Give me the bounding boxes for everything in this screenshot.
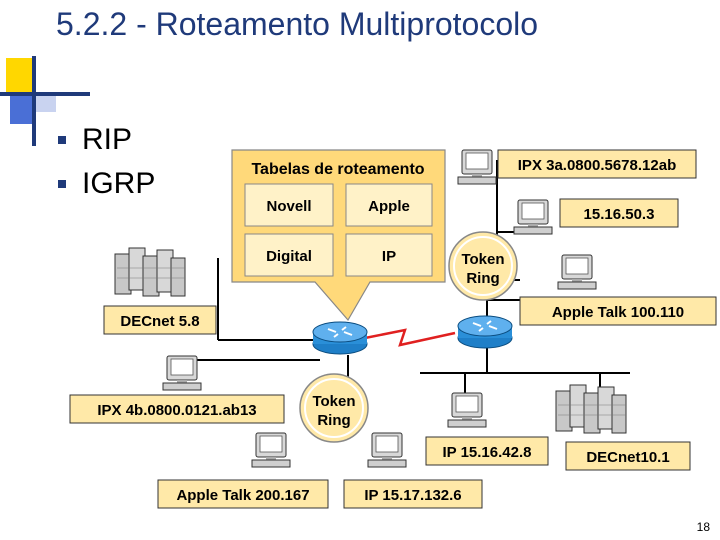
decor-horizontal-line — [0, 92, 90, 96]
bullet-marker — [58, 180, 66, 188]
label-ip-15-16-42-8: IP 15.16.42.8 — [443, 444, 532, 461]
label-apple-talk-200-167: Apple Talk 200.167 — [176, 487, 309, 504]
routing-tables-callout: Tabelas de roteamento Novell Apple Digit… — [231, 149, 446, 322]
decor-light-blue-square — [36, 94, 56, 112]
workstation-icon — [557, 254, 597, 290]
router-icon — [457, 315, 513, 349]
workstation-icon — [367, 432, 407, 468]
label-ip-15-17-132-6: IP 15.17.132.6 — [364, 487, 461, 504]
label-apple-talk-100-110: Apple Talk 100.110 — [552, 304, 684, 321]
workstation-icon — [513, 199, 553, 235]
token-ring-label: Ring — [317, 412, 350, 429]
decnet-server-icon — [555, 384, 627, 434]
bullet-item: RIP — [58, 118, 155, 162]
table-cell-novell: Novell — [266, 198, 311, 215]
bullet-marker — [58, 136, 66, 144]
table-cell-apple: Apple — [368, 198, 410, 215]
routing-tables-title: Tabelas de roteamento — [251, 161, 424, 178]
label-ip-15-16-50-3: 15.16.50.3 — [584, 206, 655, 223]
bullet-text: IGRP — [82, 167, 156, 200]
serial-link — [364, 328, 456, 347]
token-ring-upper: Token Ring — [448, 231, 518, 301]
label-decnet-5-8: DECnet 5.8 — [120, 313, 199, 330]
label-ipx-3a: IPX 3a.0800.5678.12ab — [518, 157, 676, 174]
bullet-item: IGRP — [58, 162, 155, 206]
bullet-text: RIP — [82, 123, 133, 156]
decor-yellow-square — [6, 58, 32, 92]
decor-vertical-line — [32, 56, 36, 146]
workstation-icon — [447, 392, 487, 428]
workstation-icon — [162, 355, 202, 391]
token-ring-lower: Token Ring — [299, 373, 369, 443]
bullet-list: RIP IGRP — [58, 118, 155, 206]
decor-blue-square — [10, 94, 32, 124]
label-ipx-4b: IPX 4b.0800.0121.ab13 — [97, 402, 256, 419]
decnet-server-icon — [114, 247, 186, 297]
workstation-icon — [457, 149, 497, 185]
token-ring-label: Token — [312, 393, 355, 410]
slide-title: 5.2.2 - Roteamento Multiprotocolo — [56, 6, 539, 42]
label-decnet-10-1: DECnet10.1 — [586, 449, 669, 466]
token-ring-label: Ring — [466, 270, 499, 287]
workstation-icon — [251, 432, 291, 468]
table-cell-digital: Digital — [266, 248, 312, 265]
table-cell-ip: IP — [382, 248, 396, 265]
network-links — [188, 160, 630, 395]
token-ring-label: Token — [461, 251, 504, 268]
address-labels: IPX 3a.0800.5678.12ab 15.16.50.3 Apple T… — [69, 149, 717, 509]
page-number: 18 — [696, 520, 710, 534]
router-icon — [312, 321, 368, 355]
